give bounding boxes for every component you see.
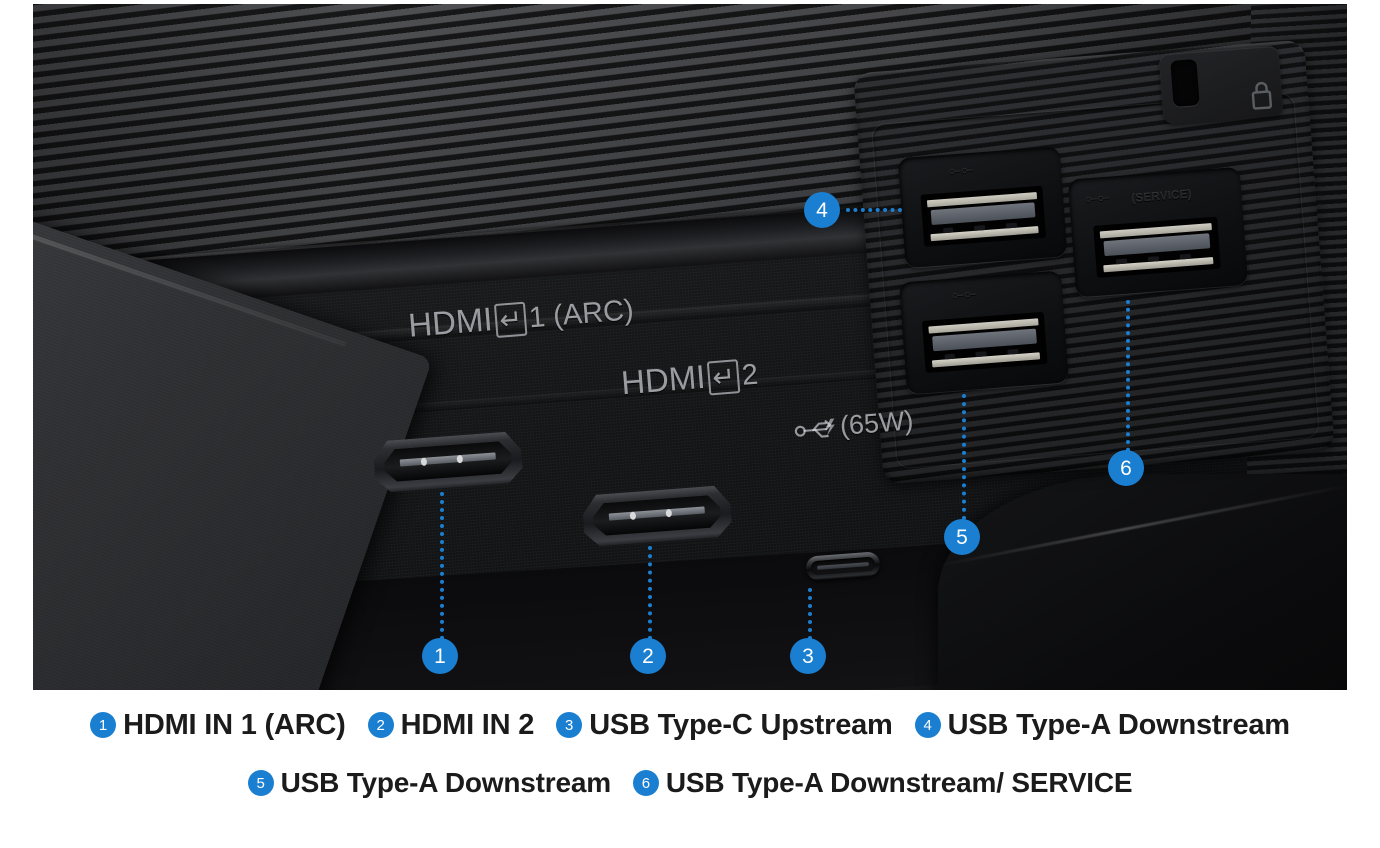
legend-item-4: 4 USB Type-A Downstream <box>914 708 1290 742</box>
usb-pin-c-6 <box>1179 253 1192 260</box>
legend-item-3: 3 USB Type-C Upstream <box>556 708 893 742</box>
hdmi-port-1-contact-bar <box>399 453 496 467</box>
usb-pin-a-4 <box>942 227 954 233</box>
kensington-lock-slot <box>1170 59 1200 107</box>
legend-badge-6: 6 <box>632 770 659 796</box>
usb-trident-icon-6: ⟜⟜ <box>1084 188 1111 208</box>
callout-badge-3: 3 <box>790 638 826 674</box>
usb-trident-icon-4: ⟜⟜ <box>948 160 975 180</box>
usb-pin-c-4 <box>1005 222 1018 229</box>
legend-badge-1: 1 <box>90 712 117 738</box>
callout-leader-2 <box>648 546 652 640</box>
callout-badge-4: 4 <box>804 192 840 228</box>
usb-pin-b-6 <box>1147 255 1160 262</box>
legend-badge-3: 3 <box>556 712 583 738</box>
legend-badge-5: 5 <box>247 770 274 796</box>
usb-a-port-well-5: ⟜⟜ <box>899 270 1069 395</box>
usb-a-port-well-4: ⟜⟜ <box>897 146 1068 269</box>
legend-line-2: 5 USB Type-A Downstream 6 USB Type-A Dow… <box>0 756 1380 810</box>
legend-label-4: USB Type-A Downstream <box>947 708 1290 741</box>
callout-badge-1: 1 <box>422 638 458 674</box>
usb-c-tongue <box>817 561 869 570</box>
callout-leader-6 <box>1126 300 1130 452</box>
legend-label-5: USB Type-A Downstream <box>280 767 611 798</box>
legend-item-5: 5 USB Type-A Downstream <box>247 767 611 799</box>
legend-label-1: HDMI IN 1 (ARC) <box>123 708 346 741</box>
usb-service-engraved-label: (SERVICE) <box>1130 186 1193 206</box>
callout-leader-1 <box>440 492 444 640</box>
legend-line-1: 1 HDMI IN 1 (ARC) 2 HDMI IN 2 3 USB Type… <box>0 694 1380 756</box>
legend-label-3: USB Type-C Upstream <box>589 708 893 741</box>
usb-a-port-well-6: ⟜⟜ (SERVICE) <box>1067 166 1249 298</box>
usb-c-port-mouth <box>810 556 876 576</box>
monitor-rear-photo: ⟜⟜ ⟜⟜ <box>33 4 1347 690</box>
usb-c-trident-icon <box>794 418 835 438</box>
legend-badge-2: 2 <box>367 712 394 738</box>
callout-leader-4 <box>846 208 902 212</box>
legend-item-1: 1 HDMI IN 1 (ARC) <box>90 709 346 742</box>
legend-badge-4: 4 <box>914 712 941 738</box>
hdmi-port-1 <box>372 429 524 496</box>
usb-pin-b-4 <box>974 224 986 231</box>
callout-badge-2: 2 <box>630 638 666 674</box>
usb-trident-icon-5: ⟜⟜ <box>951 284 978 304</box>
hdmi-arc-arrow-icon: ↵ <box>494 301 528 338</box>
kensington-lock-icon <box>1251 81 1273 110</box>
callout-leader-3 <box>808 588 812 640</box>
usb-c-engraved-label: (65W) <box>792 405 915 445</box>
hdmi-port-2-contact-bar <box>608 507 705 521</box>
callout-leader-5 <box>962 394 966 520</box>
hdmi-port-2 <box>581 483 733 550</box>
port-legend: 1 HDMI IN 1 (ARC) 2 HDMI IN 2 3 USB Type… <box>0 694 1380 810</box>
usb-a-port-mouth-6 <box>1093 216 1221 278</box>
usb-pin-c-5 <box>1007 348 1019 355</box>
monitor-stand-right-neck <box>938 474 1347 690</box>
hdmi-2-arrow-icon: ↵ <box>707 359 741 396</box>
callout-badge-6: 6 <box>1108 450 1144 486</box>
usb-a-port-mouth-5 <box>921 311 1048 373</box>
legend-item-6: 6 USB Type-A Downstream/ SERVICE <box>632 767 1133 799</box>
usb-pin-a-5 <box>944 353 956 360</box>
usb-pin-b-5 <box>975 351 987 357</box>
legend-label-2: HDMI IN 2 <box>400 708 535 741</box>
legend-label-6: USB Type-A Downstream/ SERVICE <box>665 767 1133 798</box>
usb-a-port-mouth-4 <box>920 185 1047 247</box>
usb-pin-a-6 <box>1115 258 1128 264</box>
callout-badge-5: 5 <box>944 519 980 555</box>
legend-item-2: 2 HDMI IN 2 <box>367 708 535 742</box>
